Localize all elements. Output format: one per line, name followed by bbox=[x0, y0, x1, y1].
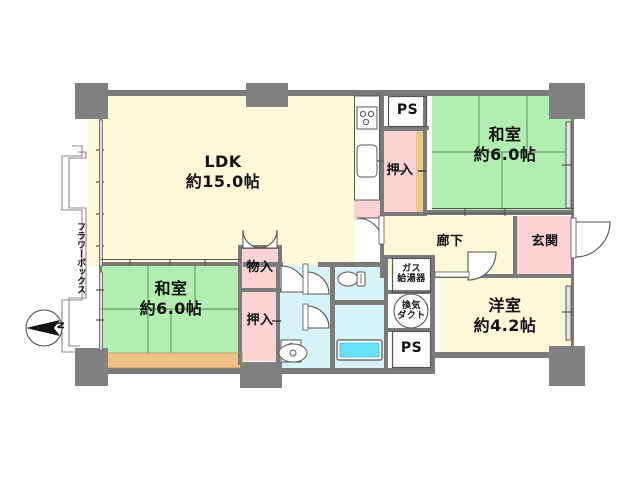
wall-oshiire-kitchen-bottom bbox=[380, 212, 427, 216]
pillar-top-right bbox=[549, 83, 585, 119]
storage-fill-oshiire-kitchen bbox=[383, 131, 416, 216]
wall-genkan-bottom bbox=[435, 274, 574, 278]
storage-fill-monoire bbox=[241, 248, 279, 291]
wall-service-column-left bbox=[384, 255, 388, 368]
room-label-yoshitsu: 洋室 約4.2帖 bbox=[452, 296, 558, 335]
pillar-top-left bbox=[75, 83, 108, 119]
wall-water-inner-h bbox=[335, 300, 385, 305]
gas-heater-line2: 給湯器 bbox=[397, 274, 426, 285]
room-name-washitsu-left: 和室 bbox=[154, 279, 188, 298]
wall-oshiire-kitchen-top bbox=[380, 127, 427, 131]
vent-duct-line1b: 換気 bbox=[401, 301, 421, 311]
room-fill-yoshitsu bbox=[440, 276, 574, 352]
wall-oshiire-kitchen-right bbox=[423, 96, 427, 216]
room-fill-ldk bbox=[88, 95, 354, 266]
wall-monoire-right bbox=[278, 245, 282, 265]
vent-duct-line2: ダクト bbox=[397, 311, 426, 322]
compass-label: N bbox=[54, 321, 65, 330]
wall-water-top-left bbox=[243, 262, 283, 267]
room-name-washitsu-right: 和室 bbox=[488, 125, 522, 144]
wall-monoire-left bbox=[238, 245, 242, 365]
storage-label-oshiire-kitchen: 押入 bbox=[386, 163, 414, 178]
room-label-washitsu-left: 和室 約6.0帖 bbox=[117, 279, 225, 318]
wall-washitsu-right-bottom bbox=[423, 210, 574, 215]
flower-box-label: フラワーボックス bbox=[75, 222, 85, 294]
wall-service-column-right bbox=[430, 255, 435, 368]
wall-right-lower bbox=[571, 276, 574, 356]
room-label-ldk: LDK 約15.0帖 bbox=[168, 152, 278, 191]
wall-left-upper bbox=[99, 96, 102, 266]
room-label-washitsu-right: 和室 約6.0帖 bbox=[452, 125, 558, 164]
room-area-yoshitsu: 約4.2帖 bbox=[473, 315, 537, 335]
wall-monoire-bottom bbox=[241, 288, 281, 292]
room-fill-genkan bbox=[516, 216, 574, 276]
room-area-ldk: 約15.0帖 bbox=[185, 171, 261, 191]
wall-water-top-right bbox=[318, 262, 384, 267]
wall-bottom-right bbox=[435, 352, 574, 358]
shaft-label-ps-bottom: PS bbox=[400, 340, 423, 356]
pillar-top-mid bbox=[246, 83, 288, 107]
pillar-bottom-mid bbox=[240, 362, 282, 388]
wall-bottom-left bbox=[101, 368, 243, 374]
room-name-yoshitsu: 洋室 bbox=[488, 296, 522, 315]
storage-fill-oshiire-lower bbox=[241, 291, 279, 361]
kitchen-base-pink bbox=[354, 200, 380, 220]
wall-corridor-left bbox=[380, 216, 384, 278]
wall-top bbox=[88, 90, 574, 96]
wall-bottom-water bbox=[243, 368, 435, 374]
sliding-door-jamb bbox=[416, 131, 423, 216]
wall-washitsu-left-top bbox=[101, 262, 241, 266]
room-area-washitsu-left: 約6.0帖 bbox=[139, 298, 203, 318]
wall-right-upper bbox=[571, 96, 574, 216]
equipment-label-vent-duct: 換気 ダクト bbox=[391, 301, 432, 322]
shaft-label-ps-top: PS bbox=[396, 102, 419, 118]
wall-monoire-top bbox=[241, 245, 281, 249]
storage-label-monoire: 物入 bbox=[246, 260, 274, 275]
storage-label-oshiire-lower: 押入 bbox=[246, 313, 274, 328]
pillar-bottom-left bbox=[75, 348, 108, 386]
engawa-band bbox=[106, 353, 242, 368]
wall-corridor-genkan bbox=[513, 216, 517, 276]
wall-service-sep-1 bbox=[388, 255, 432, 259]
equipment-label-gas-heater: ガス 給湯器 bbox=[391, 264, 432, 285]
pillar-bottom-right bbox=[549, 346, 585, 386]
room-name-ldk: LDK bbox=[204, 152, 242, 171]
kitchen-counter-area bbox=[354, 95, 380, 266]
room-area-washitsu-right: 約6.0帖 bbox=[473, 144, 537, 164]
room-label-genkan: 玄関 bbox=[531, 234, 559, 249]
wall-service-sep-2 bbox=[388, 290, 432, 294]
wall-water-inner-v bbox=[330, 262, 335, 368]
gas-heater-line1: ガス bbox=[401, 264, 421, 274]
wall-ldk-right bbox=[380, 96, 384, 216]
wall-water-left bbox=[276, 262, 280, 368]
wall-service-sep-3 bbox=[388, 328, 432, 332]
room-label-corridor: 廊下 bbox=[436, 234, 464, 249]
